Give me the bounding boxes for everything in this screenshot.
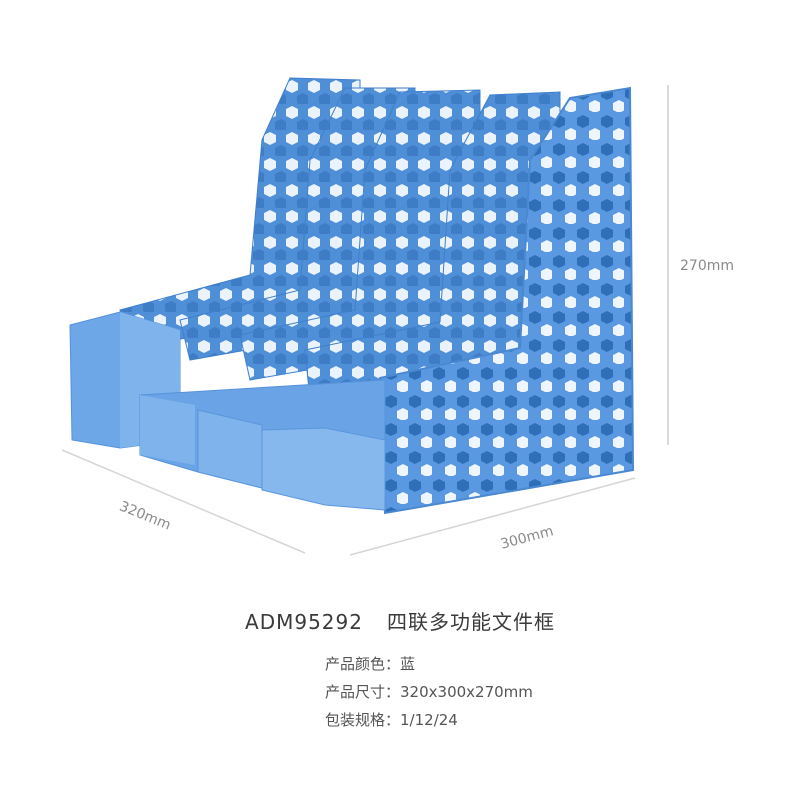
width-dimension-line bbox=[349, 477, 636, 556]
height-dimension-label: 270mm bbox=[680, 258, 734, 274]
spec-size: 产品尺寸：320x300x270mm bbox=[325, 678, 533, 706]
spec-packaging: 包装规格：1/12/24 bbox=[325, 706, 533, 734]
spec-value: 蓝 bbox=[400, 655, 416, 673]
divider-3 bbox=[239, 89, 481, 381]
spec-label: 包装规格： bbox=[325, 711, 401, 729]
spec-color: 产品颜色：蓝 bbox=[325, 650, 533, 678]
depth-dimension-line bbox=[61, 449, 306, 554]
spec-value: 320x300x270mm bbox=[400, 683, 533, 701]
spec-value: 1/12/24 bbox=[400, 711, 458, 729]
product-name: 四联多功能文件框 bbox=[386, 610, 555, 634]
product-model: ADM95292 bbox=[245, 610, 363, 634]
file-organizer bbox=[69, 77, 635, 515]
drawer-1 bbox=[140, 395, 195, 465]
drawer-3 bbox=[261, 427, 386, 511]
product-title: ADM95292 四联多功能文件框 bbox=[0, 606, 800, 635]
spec-label: 产品颜色： bbox=[325, 655, 401, 673]
product-specs: 产品颜色：蓝 产品尺寸：320x300x270mm 包装规格：1/12/24 bbox=[325, 650, 533, 734]
spec-label: 产品尺寸： bbox=[325, 683, 401, 701]
side-panel bbox=[378, 86, 635, 515]
